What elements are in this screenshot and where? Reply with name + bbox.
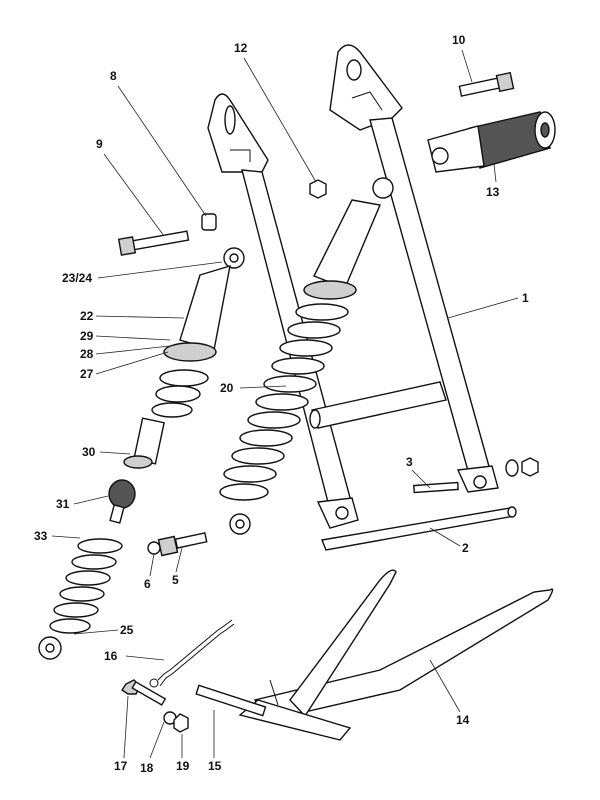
callout-10: 10 — [452, 33, 473, 83]
callout-2: 2 — [429, 527, 469, 555]
callout-number: 23/24 — [62, 271, 92, 285]
callout-9: 9 — [96, 137, 165, 237]
callout-15: 15 — [208, 710, 222, 773]
callout-25: 25 — [73, 623, 134, 637]
spacer-8 — [201, 213, 217, 231]
leader-line — [95, 351, 169, 375]
callout-number: 22 — [80, 309, 94, 323]
callout-number: 16 — [104, 649, 118, 663]
leader-line — [493, 163, 497, 183]
pivot-pin-15 — [195, 684, 267, 717]
callout-17: 17 — [114, 695, 129, 773]
leader-line — [239, 385, 287, 389]
leader-line — [97, 261, 223, 279]
nut-12 — [309, 179, 327, 199]
pin-3 — [413, 457, 539, 494]
leader-line — [149, 721, 165, 759]
leader-line — [175, 547, 183, 573]
callout-number: 14 — [456, 713, 470, 727]
leader-line — [73, 495, 109, 505]
bolt-10 — [458, 71, 515, 97]
callout-number: 20 — [220, 381, 234, 395]
callout-number: 9 — [96, 137, 103, 151]
grip-13 — [427, 111, 556, 173]
leader-line — [149, 553, 155, 577]
callout-number: 25 — [120, 623, 134, 637]
callout-number: 5 — [172, 573, 179, 587]
callout-20: 20 — [220, 381, 287, 395]
callout-18: 18 — [140, 721, 165, 775]
callout-number: 12 — [234, 41, 248, 55]
callout-31: 31 — [56, 495, 109, 511]
left-shock-absorber — [38, 247, 245, 660]
leader-line — [117, 85, 207, 217]
leader-line — [123, 695, 129, 759]
callout-13: 13 — [486, 163, 500, 199]
leader-line — [99, 451, 131, 455]
callout-number: 30 — [82, 445, 96, 459]
callout-16: 16 — [104, 649, 165, 663]
callout-8: 8 — [110, 69, 207, 217]
leader-line — [243, 57, 317, 183]
leader-line — [125, 655, 165, 661]
callout-number: 6 — [144, 577, 151, 591]
leader-line — [461, 49, 473, 83]
callout-29: 29 — [80, 329, 171, 343]
leader-line — [411, 469, 431, 489]
callout-number: 27 — [80, 367, 94, 381]
centre-stand-14 — [238, 569, 554, 741]
leader-line — [73, 629, 119, 635]
callout-6: 6 — [144, 553, 155, 591]
callout-number: 19 — [176, 759, 190, 773]
callout-number: 15 — [208, 759, 222, 773]
leader-line — [95, 315, 185, 319]
leader-line — [103, 153, 165, 237]
callout-number: 33 — [34, 529, 48, 543]
leader-line — [429, 659, 461, 713]
callout-number: 10 — [452, 33, 466, 47]
callout-number: 3 — [406, 455, 413, 469]
callout-28: 28 — [80, 345, 171, 361]
leader-line — [429, 527, 461, 547]
callout-33: 33 — [34, 529, 81, 543]
callout-3: 3 — [406, 455, 431, 489]
callout-30: 30 — [82, 445, 131, 459]
leader-line — [447, 297, 519, 319]
callout-number: 28 — [80, 347, 94, 361]
return-spring-16 — [149, 619, 235, 688]
right-shock-absorber — [219, 177, 394, 535]
callout-27: 27 — [80, 351, 169, 381]
callout-number: 29 — [80, 329, 94, 343]
spindle-2 — [321, 506, 517, 551]
callout-5: 5 — [172, 547, 183, 587]
callout-22: 22 — [80, 309, 185, 323]
bolt-9 — [117, 230, 190, 256]
callout-number: 31 — [56, 497, 70, 511]
callout-14: 14 — [429, 659, 470, 727]
callout-number: 17 — [114, 759, 128, 773]
callout-number: 13 — [486, 185, 500, 199]
bolt-5 — [147, 532, 208, 557]
bolt-17 — [121, 679, 189, 733]
callout-number: 2 — [462, 541, 469, 555]
callout-23-24: 23/24 — [62, 261, 223, 285]
callout-12: 12 — [234, 41, 317, 183]
callout-number: 8 — [110, 69, 117, 83]
callout-number: 1 — [522, 291, 529, 305]
leader-line — [95, 335, 171, 341]
callout-1: 1 — [447, 291, 529, 319]
leader-line — [95, 345, 171, 355]
leader-line — [51, 535, 81, 539]
callout-19: 19 — [176, 734, 190, 773]
callout-number: 18 — [140, 761, 154, 775]
